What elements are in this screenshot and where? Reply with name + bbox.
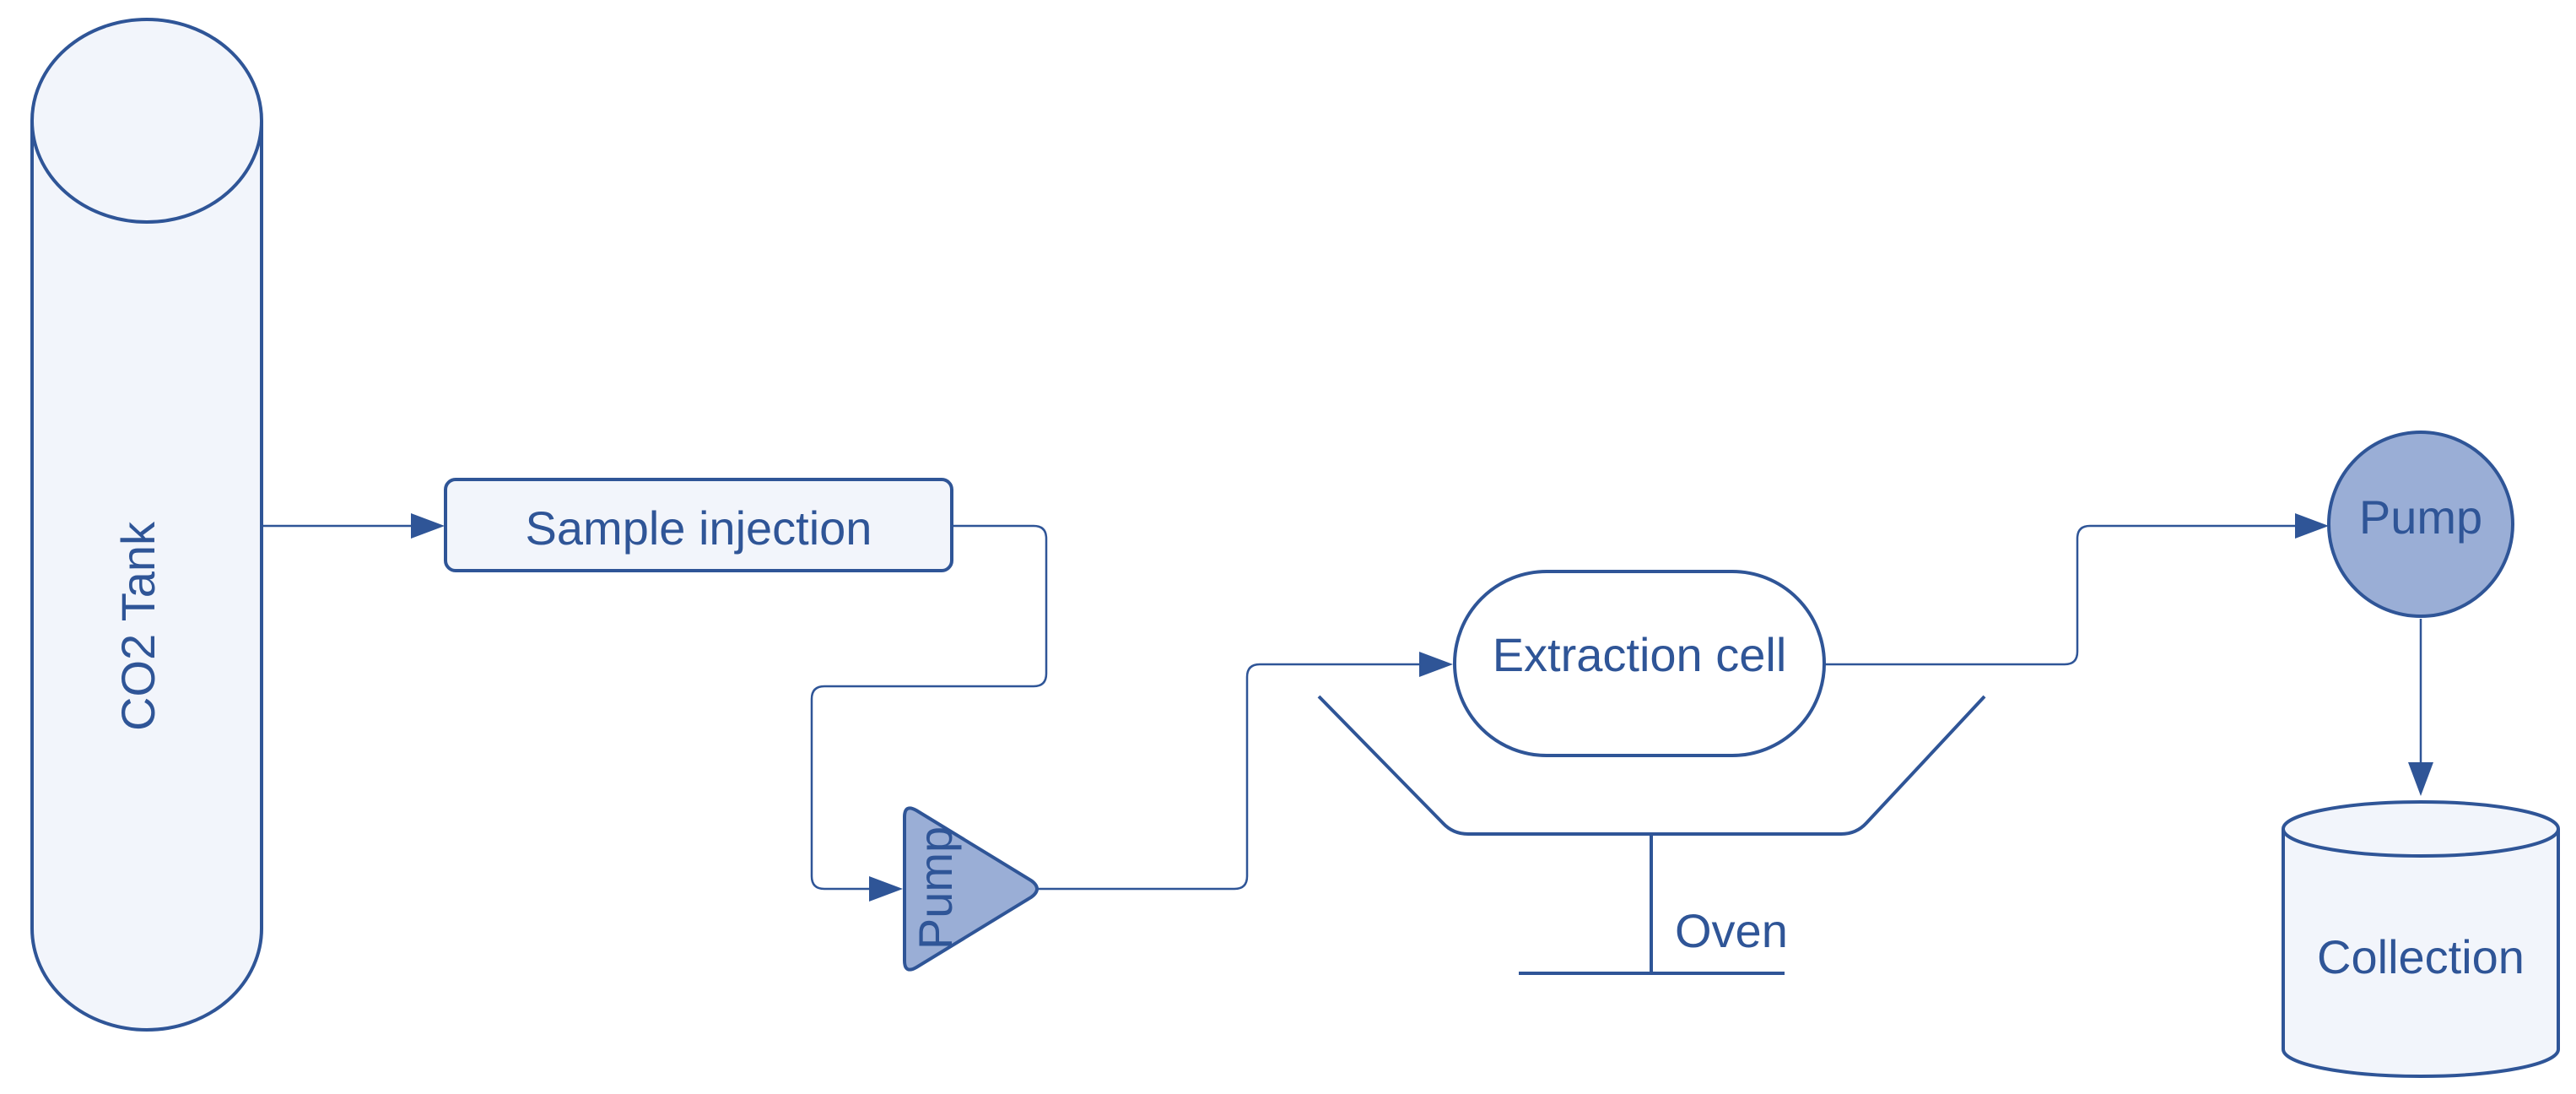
collection-label: Collection [2317,930,2525,983]
arrowhead-extraction-cell [1419,652,1453,677]
pump-triangle-label: Pump [909,826,962,950]
sample-injection-label: Sample injection [526,501,872,555]
oven: Oven [1317,695,1986,975]
oven-label: Oven [1675,904,1788,957]
pump-circle-shape [2327,431,2514,618]
extraction-cell: Extraction cell [1453,570,1826,757]
arrowhead-pump-circle [2295,513,2329,539]
co2-tank-body [30,18,263,1032]
sample-injection: Sample injection [444,478,953,572]
arrowhead-collection [2408,762,2433,796]
extraction-cell-shape [1453,570,1826,757]
collection-body [2282,800,2560,1078]
connectors [262,513,2433,902]
connector-injection-to-pump [810,524,1048,891]
co2-tank: CO2 Tank [30,18,263,1032]
connector-extraction-to-pump [1825,524,2310,666]
co2-tank-top-rim [30,120,263,224]
pump-triangle: Pump [903,806,1039,972]
collection-top-rim [2282,828,2560,858]
pump-circle: Pump [2327,431,2514,618]
arrowhead-pump-triangle [869,876,903,902]
extraction-cell-label: Extraction cell [1493,628,1787,681]
oven-trough [1317,695,1986,836]
connector-pump-to-extraction [1038,663,1434,891]
co2-tank-label: CO2 Tank [111,521,165,731]
arrowhead-injection [411,513,445,539]
pump-triangle-shape [903,806,1039,972]
sample-injection-box [444,478,953,572]
pump-circle-label: Pump [2359,490,2482,544]
collection: Collection [2282,800,2560,1078]
